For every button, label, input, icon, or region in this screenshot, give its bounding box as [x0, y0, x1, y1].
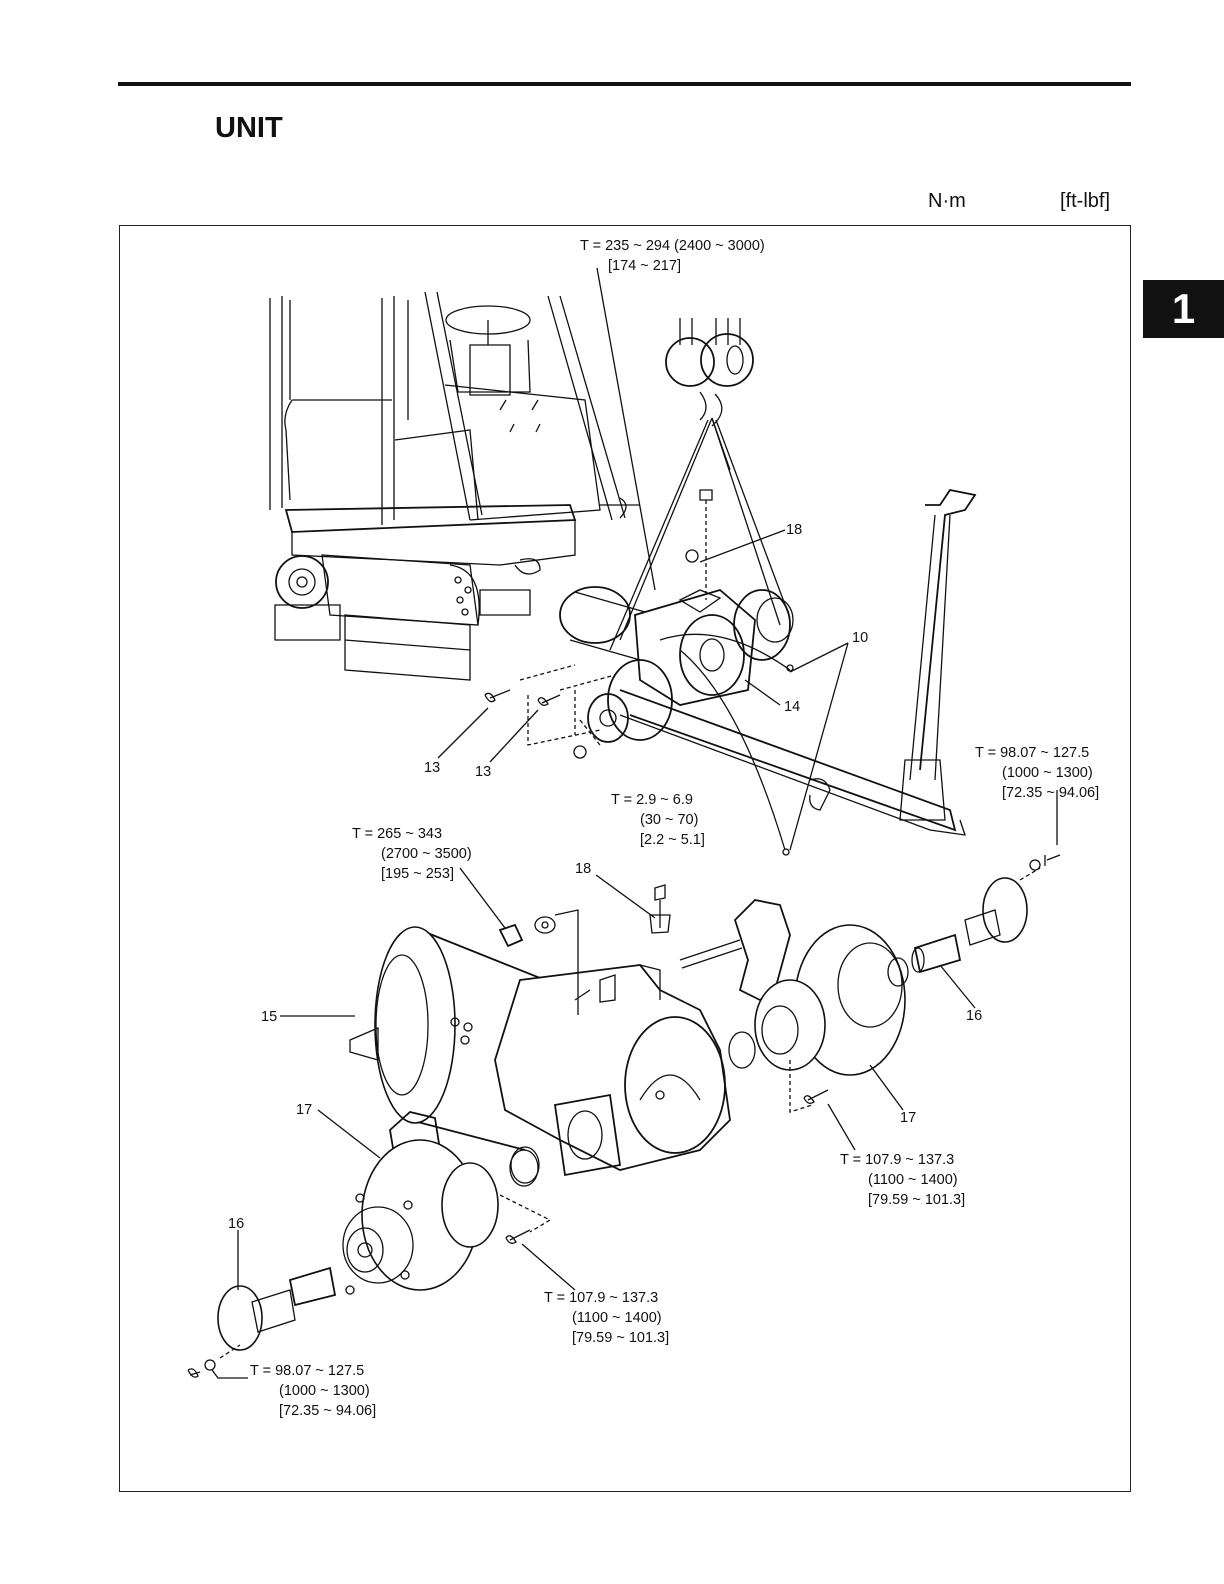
svg-text:[2.2 ~ 5.1]: [2.2 ~ 5.1]: [640, 832, 705, 848]
svg-text:[72.35 ~ 94.06]: [72.35 ~ 94.06]: [279, 1403, 376, 1419]
callout-18-top: 18: [786, 522, 802, 538]
callout-16-left: 16: [228, 1216, 244, 1232]
header-rule: [118, 82, 1131, 86]
callout-14: 14: [784, 699, 800, 715]
svg-text:(1000 ~ 1300): (1000 ~ 1300): [279, 1383, 370, 1399]
svg-text:T = 98.07 ~ 127.5: T = 98.07 ~ 127.5: [975, 745, 1089, 761]
callout-13-b: 13: [475, 764, 491, 780]
gear-housing-drawing: [494, 964, 756, 1184]
torque-label-center-small: T = 2.9 ~ 6.9 (30 ~ 70) [2.2 ~ 5.1]: [611, 792, 705, 848]
svg-text:[174 ~ 217]: [174 ~ 217]: [608, 258, 681, 274]
svg-text:T = 107.9 ~ 137.3: T = 107.9 ~ 137.3: [840, 1152, 954, 1168]
hoist-drawing: [609, 318, 791, 651]
callout-16-right: 16: [966, 1008, 982, 1024]
svg-text:T = 98.07 ~ 127.5: T = 98.07 ~ 127.5: [250, 1363, 364, 1379]
unit-nm: N·m: [928, 190, 966, 212]
brake-hub-17-left-drawing: [342, 1111, 499, 1295]
svg-text:T = 265 ~ 343: T = 265 ~ 343: [352, 826, 442, 842]
diagram-frame: [119, 225, 1131, 1492]
torque-label-top: T = 235 ~ 294 (2400 ~ 3000) [174 ~ 217]: [580, 238, 765, 274]
small-parts-drawing: [498, 884, 829, 1244]
torque-label-center-lower: T = 107.9 ~ 137.3 (1100 ~ 1400) [79.59 ~…: [544, 1290, 669, 1346]
torque-label-left-bottom: T = 98.07 ~ 127.5 (1000 ~ 1300) [72.35 ~…: [250, 1363, 376, 1419]
svg-text:[79.59 ~ 101.3]: [79.59 ~ 101.3]: [572, 1330, 669, 1346]
svg-text:(1000 ~ 1300): (1000 ~ 1300): [1002, 765, 1093, 781]
callout-17-right: 17: [900, 1110, 916, 1126]
chapter-tab: 1: [1143, 280, 1224, 338]
svg-text:(30 ~ 70): (30 ~ 70): [640, 812, 698, 828]
torque-label-right-upper: T = 98.07 ~ 127.5 (1000 ~ 1300) [72.35 ~…: [975, 745, 1099, 801]
svg-text:(1100 ~ 1400): (1100 ~ 1400): [572, 1310, 662, 1326]
unit-ftlbf: [ft-lbf]: [1060, 190, 1111, 212]
axle-shaft-16-left-drawing: [187, 1266, 337, 1378]
svg-text:[72.35 ~ 94.06]: [72.35 ~ 94.06]: [1002, 785, 1099, 801]
brake-hub-17-right-drawing: [679, 899, 909, 1076]
forklift-body-drawing: [269, 291, 640, 681]
axle-shaft-16-right-drawing: [911, 854, 1061, 974]
torque-label-right-lower: T = 107.9 ~ 137.3 (1100 ~ 1400) [79.59 ~…: [840, 1152, 965, 1208]
callout-17-left: 17: [296, 1102, 312, 1118]
leader-lines: [211, 267, 1058, 1379]
torque-label-nut: T = 265 ~ 343 (2700 ~ 3500) [195 ~ 253]: [352, 826, 472, 882]
callout-13-a: 13: [424, 760, 440, 776]
svg-text:(1100 ~ 1400): (1100 ~ 1400): [868, 1172, 958, 1188]
motor-15-drawing: [349, 926, 541, 1151]
callout-18-mid: 18: [575, 861, 591, 877]
svg-text:[195 ~ 253]: [195 ~ 253]: [381, 866, 454, 882]
svg-text:[79.59 ~ 101.3]: [79.59 ~ 101.3]: [868, 1192, 965, 1208]
lifted-unit-drawing: [484, 488, 977, 856]
svg-text:T = 107.9 ~ 137.3: T = 107.9 ~ 137.3: [544, 1290, 658, 1306]
svg-text:T = 2.9 ~ 6.9: T = 2.9 ~ 6.9: [611, 792, 693, 808]
page-title: UNIT: [215, 112, 283, 144]
svg-text:(2700 ~ 3500): (2700 ~ 3500): [381, 846, 472, 862]
svg-text:T = 235 ~ 294 (2400 ~ 3000): T = 235 ~ 294 (2400 ~ 3000): [580, 238, 765, 254]
callout-15: 15: [261, 1009, 277, 1025]
callout-10: 10: [852, 630, 868, 646]
